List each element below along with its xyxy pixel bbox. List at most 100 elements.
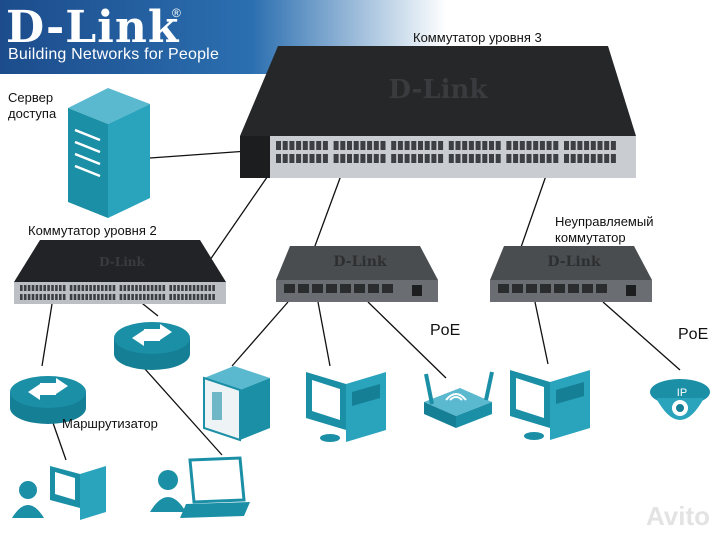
switch-port — [353, 154, 359, 163]
switch-port — [326, 284, 337, 293]
switch-port — [498, 284, 509, 293]
registered-mark: ® — [172, 6, 181, 20]
switch-port — [196, 285, 200, 291]
switch-port — [533, 141, 539, 150]
switch-port — [101, 285, 104, 291]
switch-port — [322, 141, 328, 150]
switch-port — [192, 285, 196, 291]
switch-port — [284, 284, 295, 293]
switch-port — [173, 285, 176, 291]
l3-switch-label: Коммутатор уровня 3 — [413, 30, 542, 45]
l2-switch-top — [14, 240, 226, 282]
switch-port — [39, 285, 43, 291]
poe-label-right: PoE — [678, 326, 709, 343]
switch-port — [55, 294, 58, 300]
switch-port — [154, 294, 158, 300]
switch-port — [380, 141, 386, 150]
switch-port — [47, 285, 50, 291]
switch-port — [93, 285, 96, 291]
switch-port — [208, 285, 211, 291]
switch-port — [475, 141, 481, 150]
switch-port — [289, 141, 295, 150]
switch-port — [108, 285, 112, 291]
switch-port — [150, 285, 154, 291]
switch-port — [302, 154, 308, 163]
server-slots — [74, 128, 101, 178]
poe-switch-top — [276, 246, 438, 280]
desktop-pc-icon — [50, 466, 106, 520]
switch-port — [382, 284, 393, 293]
switch-port — [93, 294, 96, 300]
switch-port — [204, 285, 208, 291]
switch-port — [468, 154, 474, 163]
switch-port — [340, 284, 351, 293]
switch-port — [568, 284, 579, 293]
switch-port — [158, 285, 162, 291]
switch-port — [438, 141, 444, 150]
switch-port — [35, 294, 39, 300]
desktop-pc-icon — [306, 372, 386, 442]
switch-port — [23, 294, 27, 300]
l2-switch-label: Коммутатор уровня 2 — [28, 223, 157, 238]
switch-port — [119, 285, 123, 291]
switch-port — [333, 141, 339, 150]
l2-switch-logo: D-Link — [99, 255, 145, 269]
l3-switch-label-panel — [240, 136, 270, 178]
switch-port — [519, 154, 525, 163]
switch-port — [418, 154, 423, 163]
switch-port — [85, 285, 88, 291]
switch-port — [27, 285, 31, 291]
switch-port — [158, 294, 162, 300]
switch-port — [188, 294, 192, 300]
switch-port — [296, 154, 302, 163]
switch-port — [208, 294, 211, 300]
switch-port — [127, 294, 130, 300]
poe-switch: D-Link — [276, 246, 438, 302]
switch-port — [539, 154, 545, 163]
switch-port — [596, 284, 607, 293]
switch-port — [448, 154, 454, 163]
switch-port — [411, 154, 417, 163]
switch-port — [185, 294, 188, 300]
switch-port — [51, 294, 54, 300]
switch-port — [506, 154, 512, 163]
switch-port — [196, 294, 200, 300]
switch-port — [489, 154, 494, 163]
switch-port — [108, 294, 112, 300]
switch-port — [582, 284, 593, 293]
switch-port — [43, 294, 46, 300]
switch-port — [448, 141, 454, 150]
switch-port — [188, 285, 192, 291]
l2-switch: D-Link — [14, 240, 226, 304]
unmanaged-switch-logo: D-Link — [547, 254, 601, 270]
switch-port — [340, 154, 346, 163]
switch-port — [380, 154, 386, 163]
switch-port — [123, 285, 127, 291]
switch-port — [89, 285, 92, 291]
switch-port — [169, 285, 172, 291]
switch-port — [73, 285, 77, 291]
switch-port — [418, 141, 423, 150]
switch-port — [597, 154, 603, 163]
router-label: Маршрутизатор — [62, 416, 158, 431]
switch-port — [610, 154, 616, 163]
switch-port — [59, 285, 62, 291]
switch-port — [185, 285, 188, 291]
switch-port — [347, 141, 352, 150]
switch-port — [533, 154, 539, 163]
switch-port — [146, 285, 150, 291]
link-poe-ap — [367, 301, 447, 379]
switch-port — [424, 154, 430, 163]
switch-port — [169, 294, 172, 300]
switch-port — [85, 294, 88, 300]
server-label: Сервер доступа — [8, 90, 57, 121]
switch-port — [312, 284, 323, 293]
server-icon — [68, 88, 150, 218]
switch-port — [373, 141, 379, 150]
switch-port — [367, 154, 373, 163]
switch-port — [282, 141, 288, 150]
switch-port — [424, 141, 430, 150]
switch-port — [282, 154, 288, 163]
switch-port — [489, 141, 494, 150]
brand-tagline: Building Networks for People — [8, 46, 220, 63]
